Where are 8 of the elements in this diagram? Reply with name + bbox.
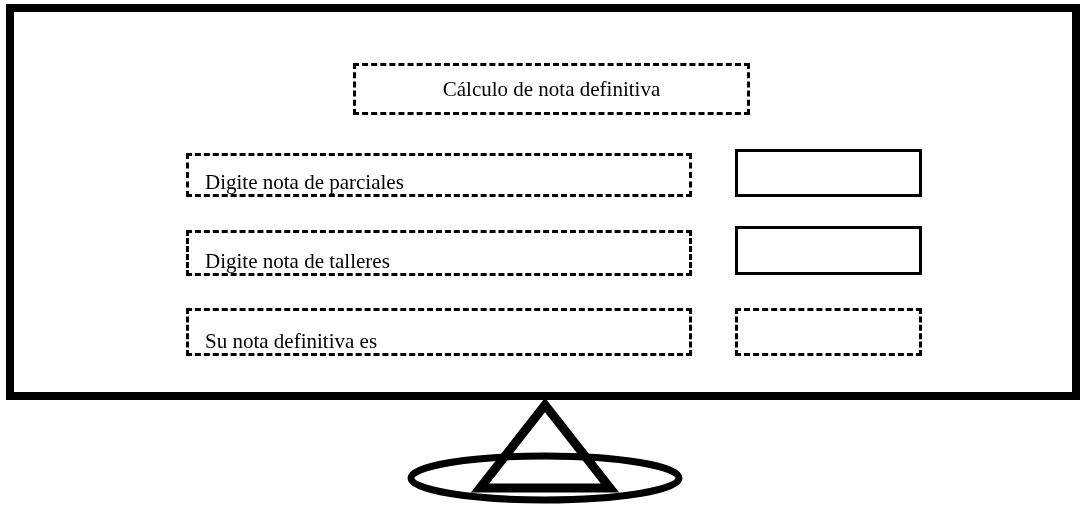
form-label: Su nota definitiva es bbox=[186, 308, 692, 356]
monitor-screen bbox=[6, 4, 1080, 400]
result-field bbox=[735, 308, 922, 356]
form-label: Digite nota de talleres bbox=[186, 230, 692, 276]
heading-label: Cálculo de nota definitiva bbox=[353, 63, 750, 115]
input-field bbox=[735, 149, 922, 197]
form-label: Digite nota de parciales bbox=[186, 153, 692, 197]
input-field bbox=[735, 226, 922, 275]
